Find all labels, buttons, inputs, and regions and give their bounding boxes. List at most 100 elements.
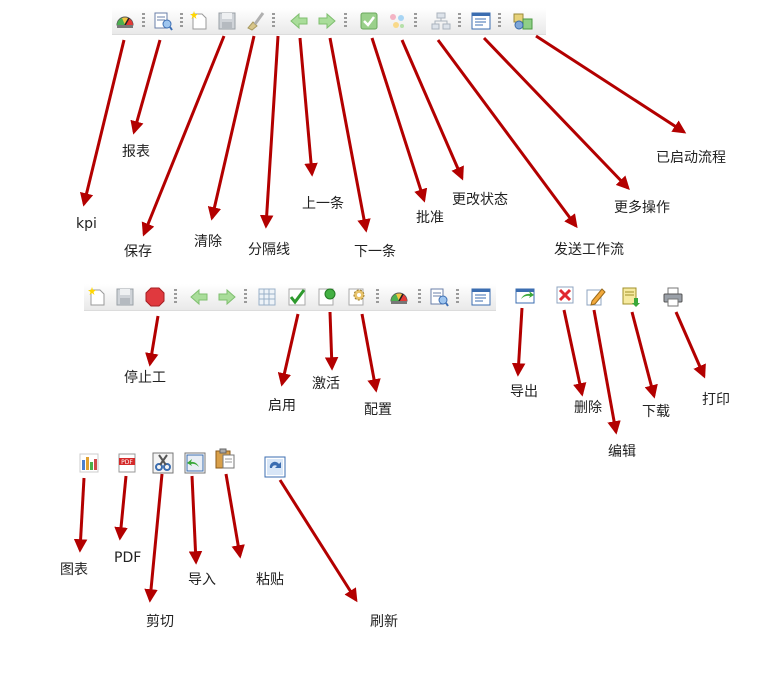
stop-icon — [145, 287, 165, 307]
arrow-paste — [224, 473, 245, 559]
toolbar-separator — [272, 13, 275, 29]
toolbar-middle — [84, 284, 496, 311]
save-button[interactable] — [114, 286, 136, 308]
activate-icon — [318, 288, 336, 306]
enable-button[interactable] — [286, 286, 308, 308]
toolbar-separator — [180, 13, 183, 29]
approve-icon — [360, 12, 378, 30]
arrow-import — [188, 475, 203, 565]
next-button[interactable] — [316, 10, 338, 32]
delete-icon — [556, 286, 574, 304]
report-button[interactable] — [428, 286, 450, 308]
print-icon — [663, 287, 683, 307]
more-actions-button[interactable] — [470, 286, 492, 308]
toolbar-separator — [376, 289, 379, 305]
label-chart: 图表 — [60, 562, 88, 578]
toolbar-top — [112, 8, 546, 35]
stop-button[interactable] — [144, 286, 166, 308]
label-prev: 上一条 — [302, 196, 344, 212]
download-button[interactable] — [620, 286, 642, 308]
arrow-config — [360, 313, 381, 393]
started-flow-button[interactable] — [512, 10, 534, 32]
label-send-workflow: 发送工作流 — [554, 242, 624, 258]
arrow-save — [141, 35, 226, 237]
label-paste: 粘贴 — [256, 572, 284, 588]
refresh-button[interactable] — [264, 456, 286, 478]
toolbar-separator — [344, 13, 347, 29]
toolbar-separator — [174, 289, 177, 305]
pdf-button[interactable]: PDF — [116, 452, 138, 474]
cut-button[interactable] — [152, 452, 174, 474]
toolbar-separator — [414, 13, 417, 29]
edit-button[interactable] — [584, 286, 606, 308]
more-actions-icon — [471, 12, 491, 30]
label-export: 导出 — [510, 384, 538, 400]
print-button[interactable] — [662, 286, 684, 308]
label-download: 下载 — [642, 404, 670, 420]
save-icon — [218, 12, 236, 30]
new-icon — [190, 11, 207, 30]
import-icon — [184, 452, 206, 474]
svg-text:PDF: PDF — [121, 459, 133, 466]
edit-icon — [586, 288, 606, 306]
label-config: 配置 — [364, 402, 392, 418]
clear-button[interactable] — [244, 10, 266, 32]
label-started-flow: 已启动流程 — [656, 150, 726, 166]
arrow-cut — [144, 473, 164, 603]
label-clear: 清除 — [194, 234, 222, 250]
more-actions-button[interactable] — [470, 10, 492, 32]
change-status-button[interactable] — [386, 10, 408, 32]
label-pdf: PDF — [114, 550, 142, 566]
export-button[interactable] — [514, 284, 536, 306]
kpi-button[interactable] — [388, 286, 410, 308]
arrow-report — [130, 39, 162, 135]
arrow-started-flow — [535, 34, 687, 134]
chart-button[interactable] — [78, 452, 100, 474]
next-button[interactable] — [216, 286, 238, 308]
label-next: 下一条 — [354, 244, 396, 260]
prev-button[interactable] — [188, 286, 210, 308]
paste-button[interactable] — [214, 448, 236, 470]
activate-button[interactable] — [316, 286, 338, 308]
arrow-separator — [259, 35, 280, 229]
toolbar-separator — [142, 13, 145, 29]
report-icon — [430, 288, 449, 307]
next-arrow-icon — [318, 12, 336, 30]
send-workflow-button[interactable] — [430, 10, 452, 32]
arrow-print — [674, 311, 706, 379]
approve-button[interactable] — [358, 10, 380, 32]
gauge-icon — [116, 16, 134, 28]
arrow-delete — [562, 309, 587, 397]
grid-button[interactable] — [256, 286, 278, 308]
save-icon — [116, 288, 134, 306]
cut-icon — [152, 452, 174, 474]
export-icon — [515, 288, 535, 304]
new-icon — [88, 287, 105, 306]
import-button[interactable] — [184, 452, 206, 474]
toolbar-separator — [244, 289, 247, 305]
arrow-export — [511, 307, 526, 377]
label-cut: 剪切 — [146, 614, 174, 630]
toolbar-separator — [418, 289, 421, 305]
kpi-button[interactable] — [114, 10, 136, 32]
grid-icon — [258, 288, 276, 306]
new-button[interactable] — [86, 286, 108, 308]
toolbar-separator — [456, 289, 459, 305]
pdf-icon: PDF — [118, 453, 136, 473]
refresh-icon — [264, 456, 286, 478]
prev-button[interactable] — [288, 10, 310, 32]
delete-button[interactable] — [554, 284, 576, 306]
label-more-actions: 更多操作 — [614, 200, 670, 216]
new-button[interactable] — [188, 10, 210, 32]
arrow-pdf — [114, 475, 128, 541]
label-edit: 编辑 — [608, 444, 636, 460]
report-button[interactable] — [152, 10, 174, 32]
started-flow-icon — [513, 13, 533, 30]
arrow-change-status — [400, 39, 464, 181]
label-delete: 删除 — [574, 400, 602, 416]
status-icon — [390, 14, 404, 28]
config-button[interactable] — [346, 286, 368, 308]
arrow-chart — [73, 477, 88, 553]
save-button[interactable] — [216, 10, 238, 32]
label-separator: 分隔线 — [248, 242, 290, 258]
